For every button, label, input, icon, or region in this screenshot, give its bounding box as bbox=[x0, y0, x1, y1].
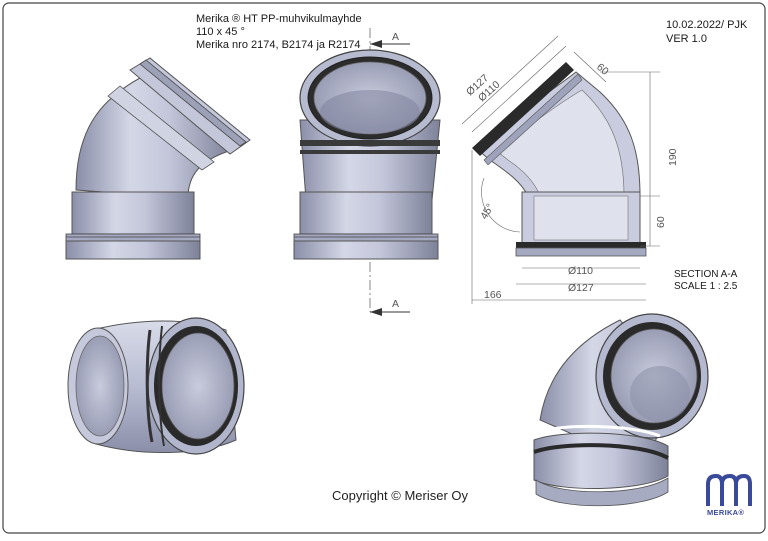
dim-len166: 166 bbox=[484, 289, 502, 301]
dim-angle: 45° bbox=[478, 202, 496, 222]
section-view-a-a bbox=[472, 62, 647, 257]
copyright: Copyright © Meriser Oy bbox=[332, 488, 468, 503]
section-scale: SCALE 1 : 2.5 bbox=[674, 281, 738, 292]
elbow-side-view bbox=[65, 57, 251, 260]
merika-logo bbox=[706, 473, 752, 506]
title-product-numbers: Merika nro 2174, B2174 ja R2174 bbox=[196, 39, 361, 51]
elbow-front-view bbox=[293, 28, 441, 312]
dim-len60-right: 60 bbox=[655, 216, 667, 228]
version: VER 1.0 bbox=[666, 33, 707, 45]
section-label-top: A bbox=[392, 31, 399, 43]
elbow-iso-view-left bbox=[67, 317, 245, 455]
dim-len190: 190 bbox=[667, 148, 679, 166]
dim-d110-bottom: Ø110 bbox=[568, 265, 593, 277]
title-size: 110 x 45 ° bbox=[196, 26, 245, 38]
dim-len60-top: 60 bbox=[594, 61, 611, 78]
dim-d127-bottom: Ø127 bbox=[568, 282, 594, 294]
section-label-bottom: A bbox=[392, 298, 399, 310]
title-product: Merika ® HT PP-muhvikulmayhde bbox=[196, 13, 362, 25]
section-arrow-bottom bbox=[370, 308, 410, 316]
section-arrow-top bbox=[370, 40, 410, 48]
date-author: 10.02.2022/ PJK bbox=[666, 19, 748, 31]
dimension-lines bbox=[461, 35, 660, 304]
section-title: SECTION A-A bbox=[674, 269, 738, 280]
logo-text: MERIKA® bbox=[707, 508, 745, 517]
elbow-iso-view-right bbox=[533, 313, 709, 507]
sheet-frame bbox=[2, 2, 766, 534]
